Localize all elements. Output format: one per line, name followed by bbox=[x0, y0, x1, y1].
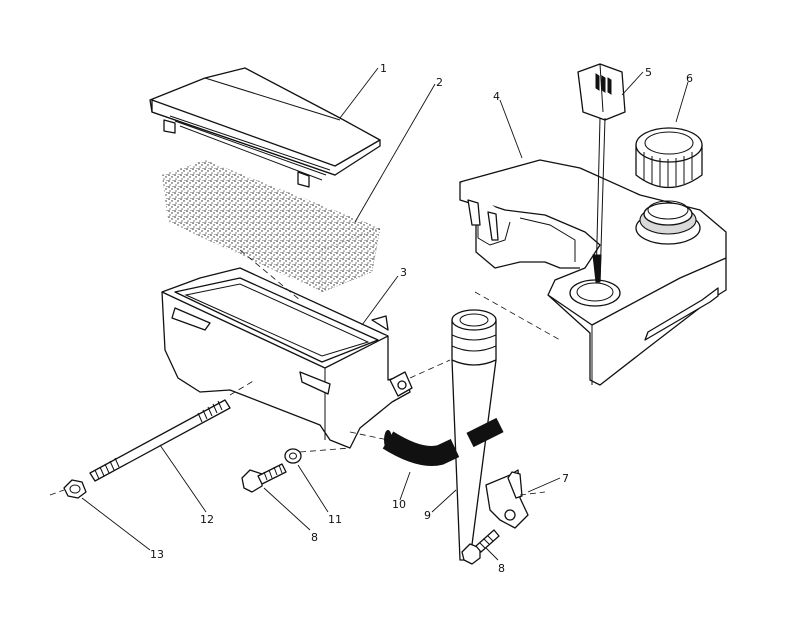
foam-air-filter bbox=[162, 160, 381, 293]
callout-4: 4 bbox=[493, 90, 500, 103]
leader-lines bbox=[81, 67, 689, 561]
callout-10: 10 bbox=[392, 498, 406, 511]
air-cleaner-cover bbox=[149, 67, 381, 188]
callout-12: 12 bbox=[200, 513, 214, 526]
callout-1: 1 bbox=[380, 62, 387, 75]
callout-5: 5 bbox=[645, 66, 652, 79]
callout-8-left: 8 bbox=[311, 531, 318, 544]
callout-11: 11 bbox=[328, 513, 342, 526]
dipstick bbox=[577, 63, 626, 283]
callout-9: 9 bbox=[424, 509, 431, 522]
callout-13: 13 bbox=[150, 548, 164, 561]
callout-6: 6 bbox=[686, 72, 693, 85]
fuel-cap bbox=[635, 127, 703, 188]
callout-2: 2 bbox=[436, 76, 443, 89]
air-cleaner-base bbox=[161, 267, 413, 449]
long-bolt bbox=[89, 399, 231, 482]
hose bbox=[382, 417, 504, 466]
callout-labels: 1 2 3 4 5 6 7 8 8 9 10 11 12 13 bbox=[150, 62, 693, 575]
filler-tube bbox=[451, 309, 529, 561]
callout-8-right: 8 bbox=[498, 562, 505, 575]
flange-nut bbox=[63, 479, 87, 499]
fuel-tank bbox=[459, 159, 727, 386]
bolt-left bbox=[241, 463, 287, 493]
washer bbox=[284, 448, 302, 464]
callout-3: 3 bbox=[400, 266, 407, 279]
callout-7: 7 bbox=[562, 472, 569, 485]
assembly-lines bbox=[49, 249, 561, 496]
bolt-right bbox=[461, 529, 500, 565]
